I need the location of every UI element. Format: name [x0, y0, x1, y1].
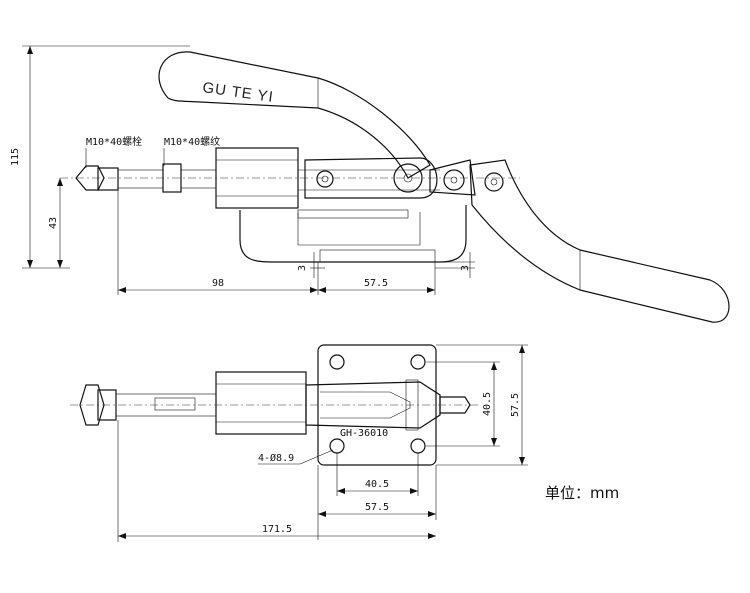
- hole-bottom-left: [329, 438, 345, 454]
- dim-gap-right: 3: [460, 265, 471, 271]
- side-connector: [429, 159, 476, 196]
- side-base-plate: [319, 249, 436, 263]
- upper-handle: [158, 51, 431, 179]
- dim-height-axis: 43: [48, 217, 59, 229]
- lower-handle-pivot: [484, 172, 504, 192]
- dim-length-171-5: 171.5: [262, 524, 292, 535]
- hole-top-left: [329, 354, 345, 370]
- dim-bottom-40-5: 40.5: [365, 479, 389, 490]
- unit-label: 单位：mm: [545, 484, 619, 502]
- dim-side-57-5: 57.5: [510, 393, 521, 417]
- dim-height-total: 115: [10, 148, 21, 166]
- top-rod-slot: [154, 397, 196, 411]
- top-view: GH-36010: [70, 344, 480, 466]
- brand-text: GU TE YI: [201, 79, 274, 106]
- top-link-body: [305, 381, 441, 429]
- side-body-inner: [297, 212, 421, 246]
- dim-length-98: 98: [212, 278, 224, 289]
- side-pivot-2: [393, 163, 423, 193]
- thread-label: M10*40螺纹: [164, 135, 220, 148]
- side-thread-section: [180, 169, 217, 189]
- side-dimensions: 115 43 3 3 98 57.5: [10, 45, 475, 295]
- dim-bottom-57-5: 57.5: [365, 502, 389, 513]
- dim-gap-left: 3: [297, 265, 308, 271]
- dim-length-57-5: 57.5: [364, 278, 388, 289]
- side-pivot-1: [316, 170, 334, 188]
- bolt-label: M10*40螺栓: [86, 135, 142, 148]
- side-pivot-3: [443, 169, 465, 191]
- model-text: GH-36010: [340, 428, 388, 439]
- hole-top-right: [410, 354, 426, 370]
- top-guide-block: [215, 371, 307, 435]
- hole-bottom-right: [410, 438, 426, 454]
- dim-side-40-5: 40.5: [482, 392, 493, 416]
- side-view: GU TE YI M10*40螺栓 M10*40螺纹: [60, 51, 730, 323]
- top-dimensions: 4-Ø8.9 40.5 57.5 40.5 57.5 171: [117, 344, 528, 542]
- top-lower-handle-stub: [439, 396, 471, 414]
- lower-handle: [469, 159, 730, 323]
- side-link-arm: [304, 157, 438, 199]
- side-body-frame: [239, 205, 467, 263]
- holes-label: 4-Ø8.9: [258, 452, 294, 464]
- side-slot: [297, 209, 409, 219]
- side-bolt-shank: [117, 169, 164, 189]
